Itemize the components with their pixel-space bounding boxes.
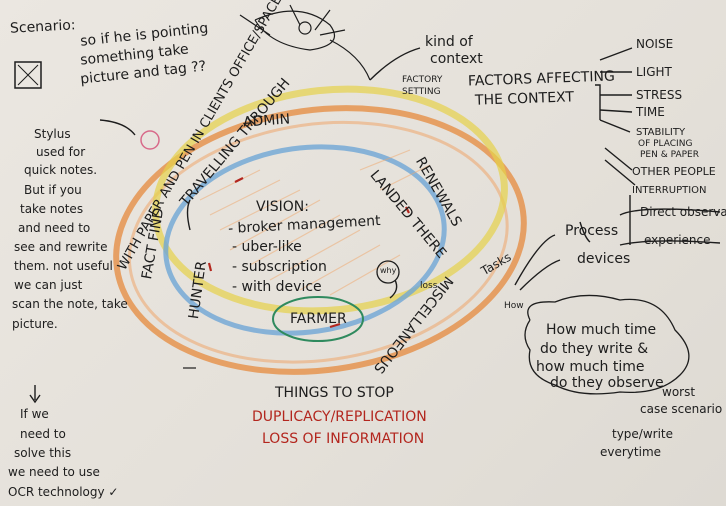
scenario-box — [14, 61, 42, 89]
worst-label: worst — [662, 385, 696, 399]
question-line: How much time — [546, 322, 657, 338]
stylus-note-line: them. not useful — [14, 259, 113, 273]
setting-label: SETTING — [402, 87, 441, 97]
type-write-label: type/write — [612, 427, 674, 441]
scenario-heading: Scenario: — [9, 17, 76, 37]
scenario-box-scribble — [17, 64, 39, 86]
how-label: How — [504, 301, 524, 311]
solve-note-line: need to — [20, 427, 66, 441]
factor-item: experience — [644, 233, 711, 247]
farmer-label: FARMER — [290, 311, 347, 327]
red-mark-circle — [140, 130, 160, 150]
factors-heading: THE CONTEXT — [474, 89, 575, 109]
factor-item: NOISE — [636, 37, 674, 51]
stylus-note-line: used for — [36, 145, 86, 159]
factor-item: OTHER PEOPLE — [632, 165, 716, 178]
stylus-note-line: picture. — [12, 317, 58, 331]
arrows — [29, 47, 721, 404]
vision-title: VISION: — [256, 199, 309, 215]
factor-item: Direct observation — [640, 205, 726, 219]
why-label: why — [380, 266, 397, 275]
stylus-note-line: But if you — [24, 183, 82, 197]
orange-ring — [113, 105, 527, 375]
factory-label: FACTORY — [402, 75, 443, 85]
vision-item: - subscription — [232, 259, 327, 275]
why-circle — [376, 260, 400, 284]
kind-of-context: kind of — [425, 34, 473, 50]
farmer-ellipse — [272, 296, 364, 342]
factor-item: STRESS — [636, 88, 683, 102]
kind-of-context: context — [430, 51, 483, 67]
devices-label: devices — [577, 251, 631, 267]
solve-note-line: If we — [20, 407, 49, 421]
vision-item: - with device — [232, 279, 322, 295]
orange-ring-2 — [127, 120, 509, 364]
question-line: how much time — [536, 359, 645, 375]
factor-item: LIGHT — [636, 65, 672, 79]
stylus-note-line: quick notes. — [24, 163, 98, 177]
stylus-note-line: and need to — [18, 221, 91, 235]
stylus-note-line: take notes — [20, 202, 84, 216]
red-marks — [207, 177, 410, 329]
question-cloud — [524, 294, 690, 395]
loss-label: loss — [420, 281, 438, 291]
hatching — [199, 149, 431, 296]
solve-note-line: OCR technology ✓ — [8, 485, 119, 499]
stylus-note-line: scan the note, take — [12, 297, 128, 311]
factor-item: INTERRUPTION — [632, 185, 707, 196]
blue-ring — [163, 144, 447, 336]
factor-item: TIME — [636, 105, 665, 119]
solve-note-line: we need to use — [8, 465, 100, 479]
yellow-ring — [152, 85, 508, 315]
factor-item: OF PLACING — [638, 139, 693, 149]
stop-item: DUPLICACY/REPLICATION — [252, 409, 427, 425]
things-to-stop-title: THINGS TO STOP — [275, 385, 394, 401]
solve-note-line: solve this — [14, 446, 72, 460]
stop-item: LOSS OF INFORMATION — [262, 431, 425, 447]
stylus-note-line: we can just — [14, 278, 83, 292]
stylus-note-line: Stylus — [34, 127, 71, 141]
process-label: Process — [565, 223, 619, 239]
factor-item: PEN & PAPER — [640, 150, 699, 160]
everytime-label: everytime — [600, 445, 662, 459]
worst-label: case scenario — [640, 402, 723, 416]
question-line: do they write & — [540, 341, 649, 357]
stylus-note-line: see and rewrite — [14, 240, 108, 254]
factor-item: STABILITY — [636, 127, 686, 138]
scribble-sketch — [239, 4, 371, 81]
question-line: do they observe — [550, 375, 664, 391]
vision-item: - uber-like — [232, 239, 302, 255]
